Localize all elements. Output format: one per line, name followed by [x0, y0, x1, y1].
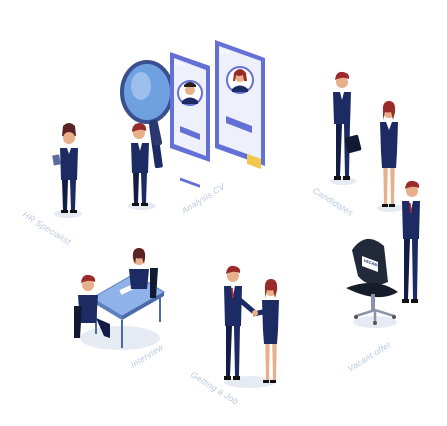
magnifier-icon	[120, 60, 174, 146]
cv-card-back: /cv	[215, 40, 265, 169]
label-analysis-cv: Analysis CV	[179, 181, 228, 217]
candidate-woman-figure	[380, 101, 398, 207]
cv-card-tag: /cv	[173, 61, 183, 68]
handshake-man-figure	[224, 265, 256, 380]
interviewee-figure	[74, 274, 110, 338]
label-candidates: Candidates	[311, 185, 356, 218]
interviewer-figure	[129, 248, 158, 298]
analyst-figure	[131, 123, 163, 206]
label-getting-a-job: Getting a Job	[189, 369, 240, 406]
handshake-woman-figure	[252, 279, 279, 383]
cv-card-tag: /cv	[219, 49, 229, 56]
vacant-chair-figure: VACANT	[346, 238, 398, 325]
candidate-man-figure	[333, 71, 362, 180]
label-vacant-offer: Vacant offer	[346, 339, 394, 374]
cv-card-front: /cv	[170, 52, 210, 188]
vacant-sign: VACANT	[363, 258, 381, 268]
hr-specialist-figure	[52, 123, 78, 213]
hiring-manager-figure	[402, 180, 420, 303]
